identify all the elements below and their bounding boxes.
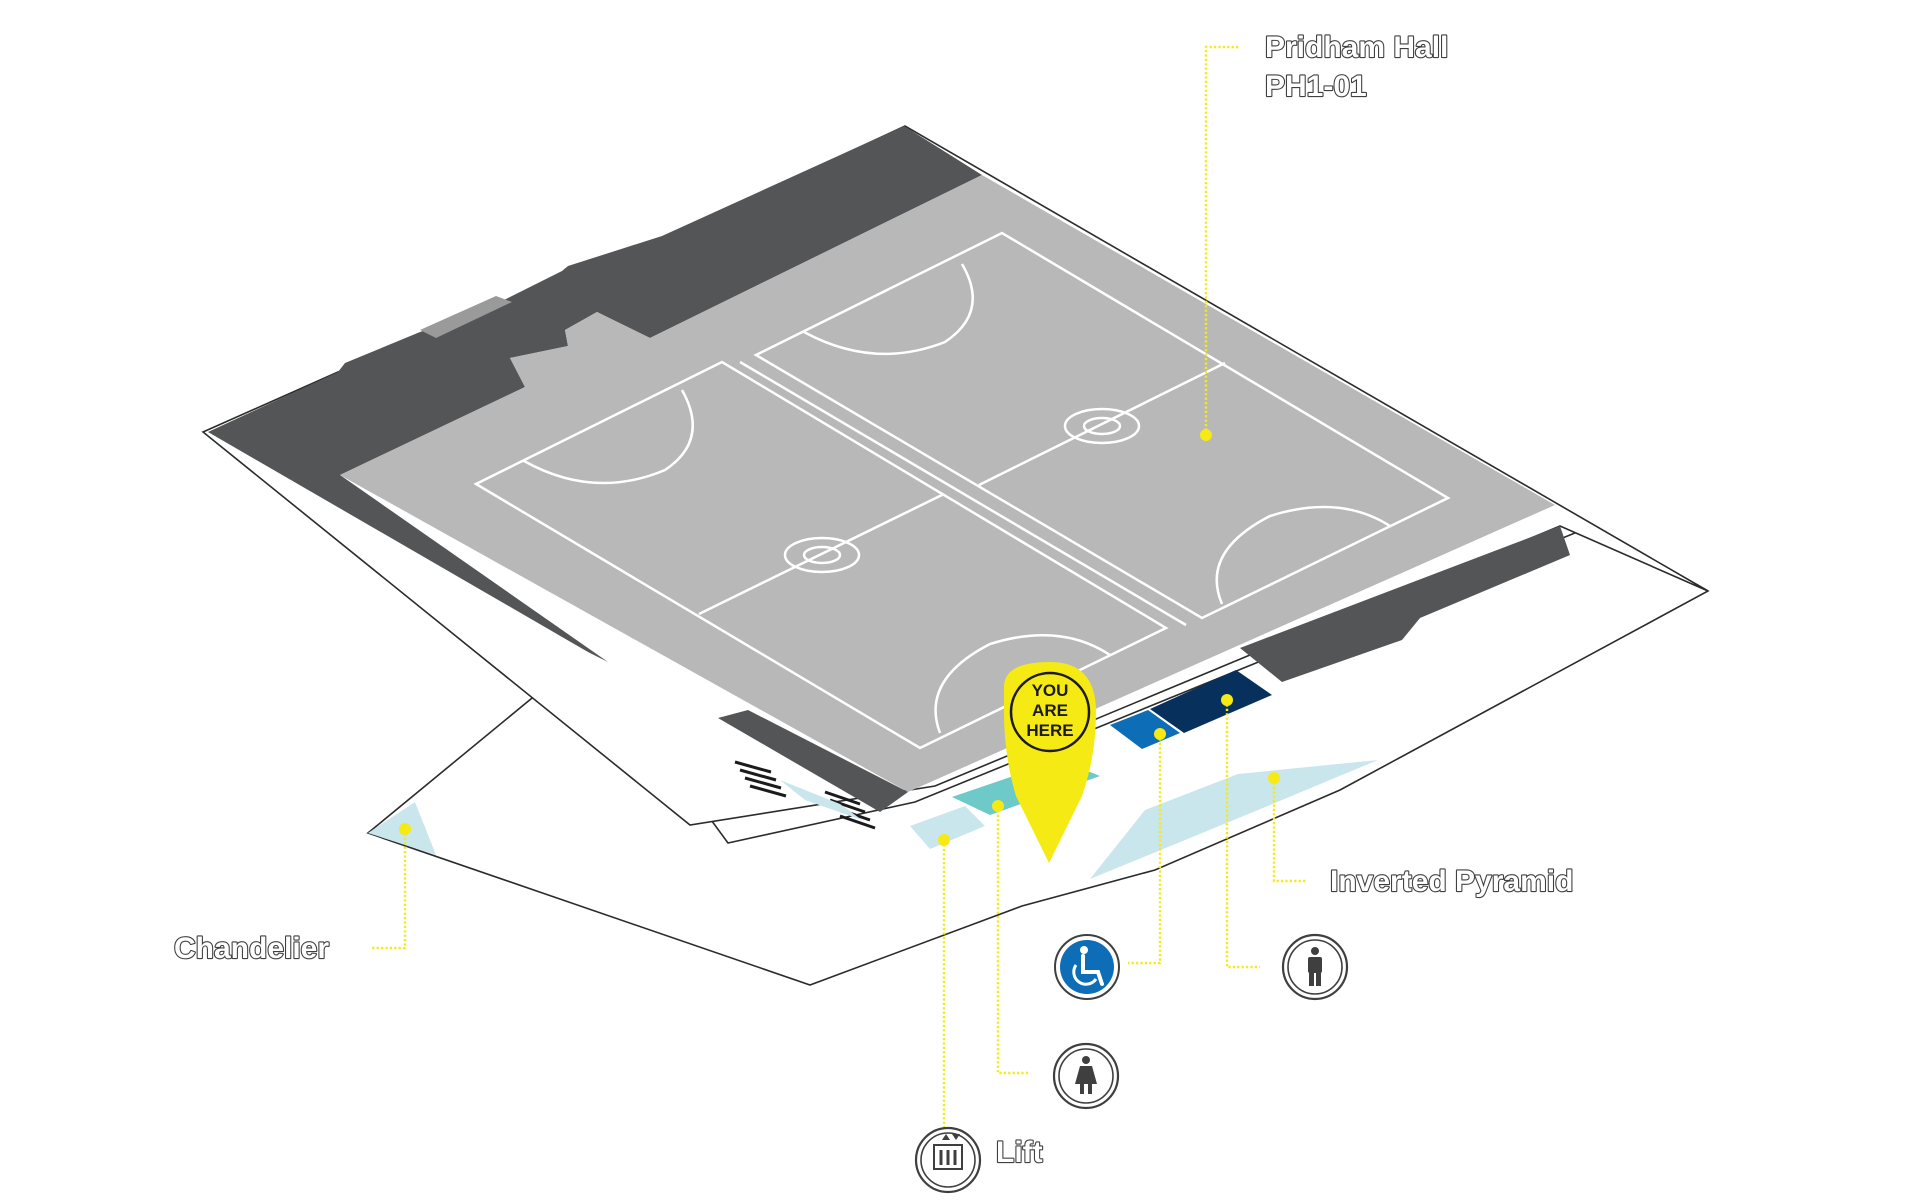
you-are-here-badge	[1009, 671, 1091, 753]
court-divider	[739, 360, 1187, 627]
inverted-pyramid-area	[1090, 760, 1378, 879]
you-are-here-line-2: ARE	[1032, 701, 1068, 720]
court-1-markings	[473, 360, 1169, 750]
east-wall-band	[1240, 526, 1570, 682]
hall-name-label: Pridham Hall	[1265, 31, 1448, 64]
court-2-markings	[753, 231, 1451, 620]
female-toilet-icon[interactable]	[1052, 1042, 1120, 1110]
wheelchair-icon[interactable]	[1054, 934, 1120, 1000]
south-wall-band	[718, 710, 908, 812]
you-are-here-line-1: YOU	[1032, 681, 1069, 700]
you-are-here-line-3: HERE	[1026, 721, 1073, 740]
male-toilet-room	[1150, 670, 1272, 733]
leader-lines	[372, 45, 1306, 1150]
inverted-pyramid-label: Inverted Pyramid	[1330, 865, 1573, 898]
you-are-here-marker[interactable]: YOU ARE HERE	[1004, 662, 1096, 863]
lift-room	[910, 806, 985, 849]
hall-room-label: PH1-01	[1265, 70, 1367, 103]
leader-dots	[399, 429, 1280, 846]
north-wall-tab	[420, 296, 512, 338]
lift-label: Lift	[996, 1136, 1043, 1169]
stair-landing	[780, 780, 862, 820]
north-wall-band	[208, 126, 982, 662]
chandelier-label: Chandelier	[174, 932, 329, 965]
male-toilet-icon[interactable]	[1281, 933, 1349, 1001]
lift-icon[interactable]	[914, 1126, 982, 1194]
